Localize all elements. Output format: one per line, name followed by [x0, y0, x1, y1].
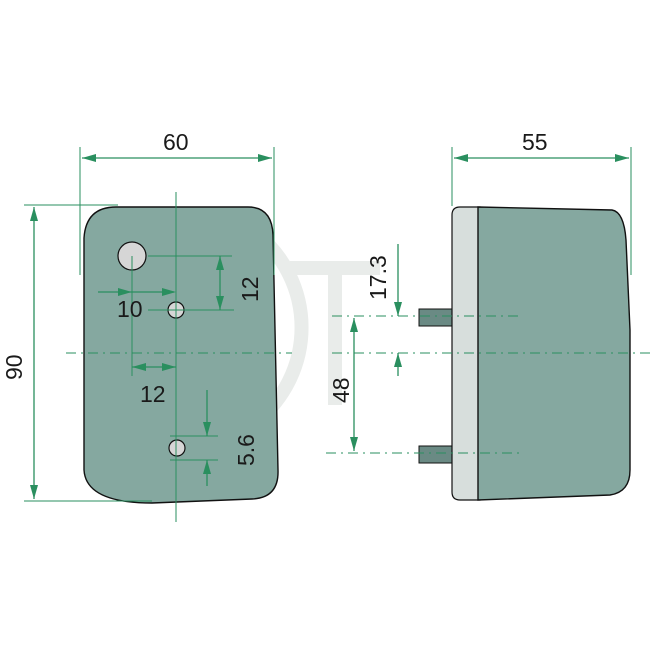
lower-offset-label: 12 [140, 381, 166, 407]
upper-spacing-label: 12 [237, 276, 263, 302]
arrow-icon [30, 207, 38, 221]
arrow-icon [216, 256, 224, 270]
depth-label: 55 [522, 129, 548, 155]
lower-stud [418, 445, 456, 464]
arrow-icon [350, 318, 358, 332]
height-label: 90 [1, 354, 27, 380]
arrow-icon [118, 288, 132, 296]
arrow-icon [350, 437, 358, 451]
side-view: 55 17.3 48 [326, 129, 650, 501]
arrow-icon [30, 485, 38, 499]
lower-mounting-hole [168, 439, 186, 457]
watermark-logo [253, 229, 380, 426]
arrow-icon [82, 154, 96, 162]
stud-offset-label: 17.3 [365, 255, 391, 300]
arrow-icon [203, 460, 211, 474]
width-label: 60 [163, 129, 189, 155]
arrow-icon [216, 296, 224, 310]
arrow-icon [394, 353, 402, 367]
arrow-icon [162, 288, 176, 296]
upper-stud [418, 308, 456, 327]
front-housing [83, 206, 279, 504]
arrow-icon [132, 363, 146, 371]
arrow-icon [162, 363, 176, 371]
arrow-icon [615, 154, 629, 162]
front-view: 60 90 10 12 12 5.6 [1, 129, 292, 522]
hole-offset-label: 10 [117, 296, 143, 322]
stud-spacing-label: 48 [328, 377, 354, 403]
arrow-icon [203, 422, 211, 436]
arrow-icon [454, 154, 468, 162]
arrow-icon [394, 302, 402, 316]
arrow-icon [258, 154, 272, 162]
small-spacing-label: 5.6 [233, 434, 259, 466]
